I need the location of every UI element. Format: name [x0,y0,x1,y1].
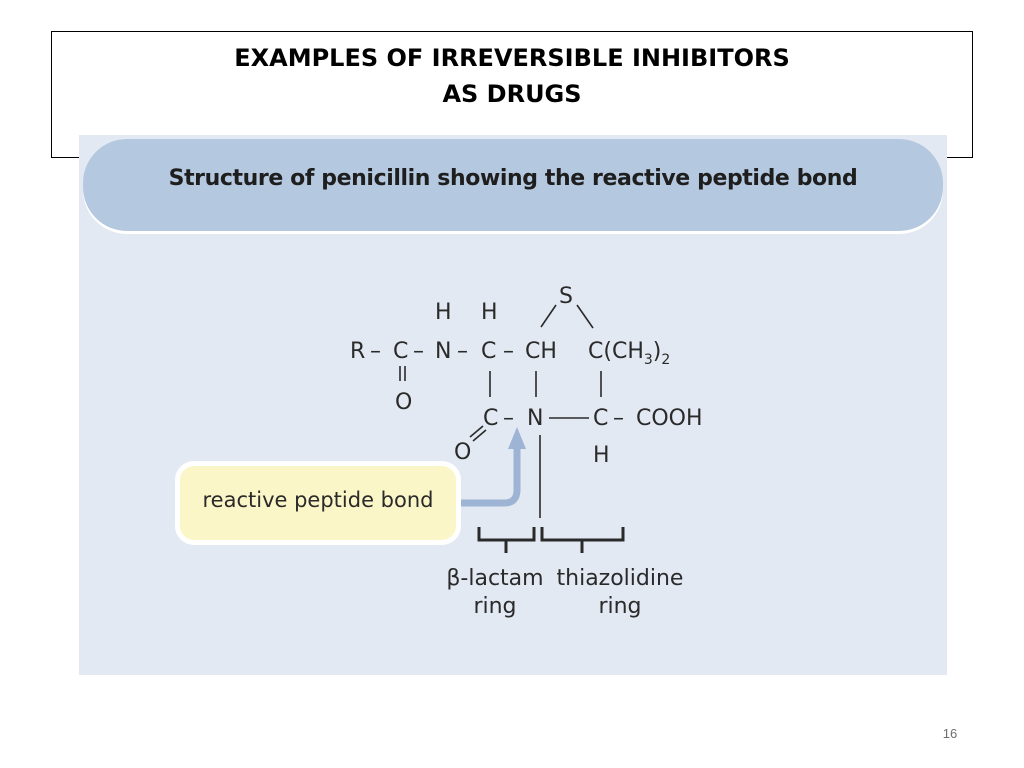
atom-ch: CH [525,339,557,364]
atom-s: S [559,284,573,309]
atom-ring-c: C [593,406,608,431]
atom-alpha-c: C [481,339,496,364]
figure-title: Structure of penicillin showing the reac… [168,166,858,191]
svg-text:–: – [503,406,514,431]
page-number: 16 [942,726,958,741]
atom-amide-n: N [435,339,451,364]
reactive-bond-arrow [457,447,521,507]
svg-text:–: – [457,339,468,364]
svg-text:–: – [503,339,514,364]
atom-ring-n: N [527,406,543,431]
svg-text:–: – [370,339,381,364]
atom-carbonyl-c: C [393,339,408,364]
penicillin-figure: Structure of penicillin showing the reac… [79,135,947,675]
beta-lactam-label-line-1: β-lactam [446,566,544,591]
svg-text:–: – [413,339,424,364]
atom-h-ring-c: H [593,443,610,468]
slide-title-line-2: AS DRUGS [442,80,582,108]
svg-text:–: – [613,406,624,431]
atom-h-c: H [481,300,498,325]
beta-lactam-label: β-lactam ring [440,565,550,621]
slide-title-line-1: EXAMPLES OF IRREVERSIBLE INHIBITORS [234,44,790,72]
beta-lactam-label-line-2: ring [473,594,517,619]
beta-lactam-bracket [477,527,536,553]
thiazolidine-label-line-1: thiazolidine [556,566,684,591]
callout-label: reactive peptide bond [202,488,434,512]
atom-lactam-o: O [454,440,471,465]
thiazolidine-bracket [540,527,625,553]
thiazolidine-label-line-2: ring [598,594,642,619]
atom-carbonyl-o: O [395,390,412,415]
atom-dimethyl-group: C(CH3)2 [588,339,670,368]
reactive-bond-arrowhead [508,427,526,449]
penicillin-structure: R – C – N – C – CH H H S C(CH3)2 O O C – [350,284,703,553]
atom-cooh: COOH [636,406,703,431]
thiazolidine-label: thiazolidine ring [551,565,689,621]
atom-lactam-c: C [483,406,498,431]
slide-title: EXAMPLES OF IRREVERSIBLE INHIBITORS AS D… [51,40,973,112]
atom-h-n: H [435,300,452,325]
atom-r: R [350,339,365,364]
reactive-bond-callout: reactive peptide bond [180,466,456,540]
figure-banner: Structure of penicillin showing the reac… [83,139,943,231]
